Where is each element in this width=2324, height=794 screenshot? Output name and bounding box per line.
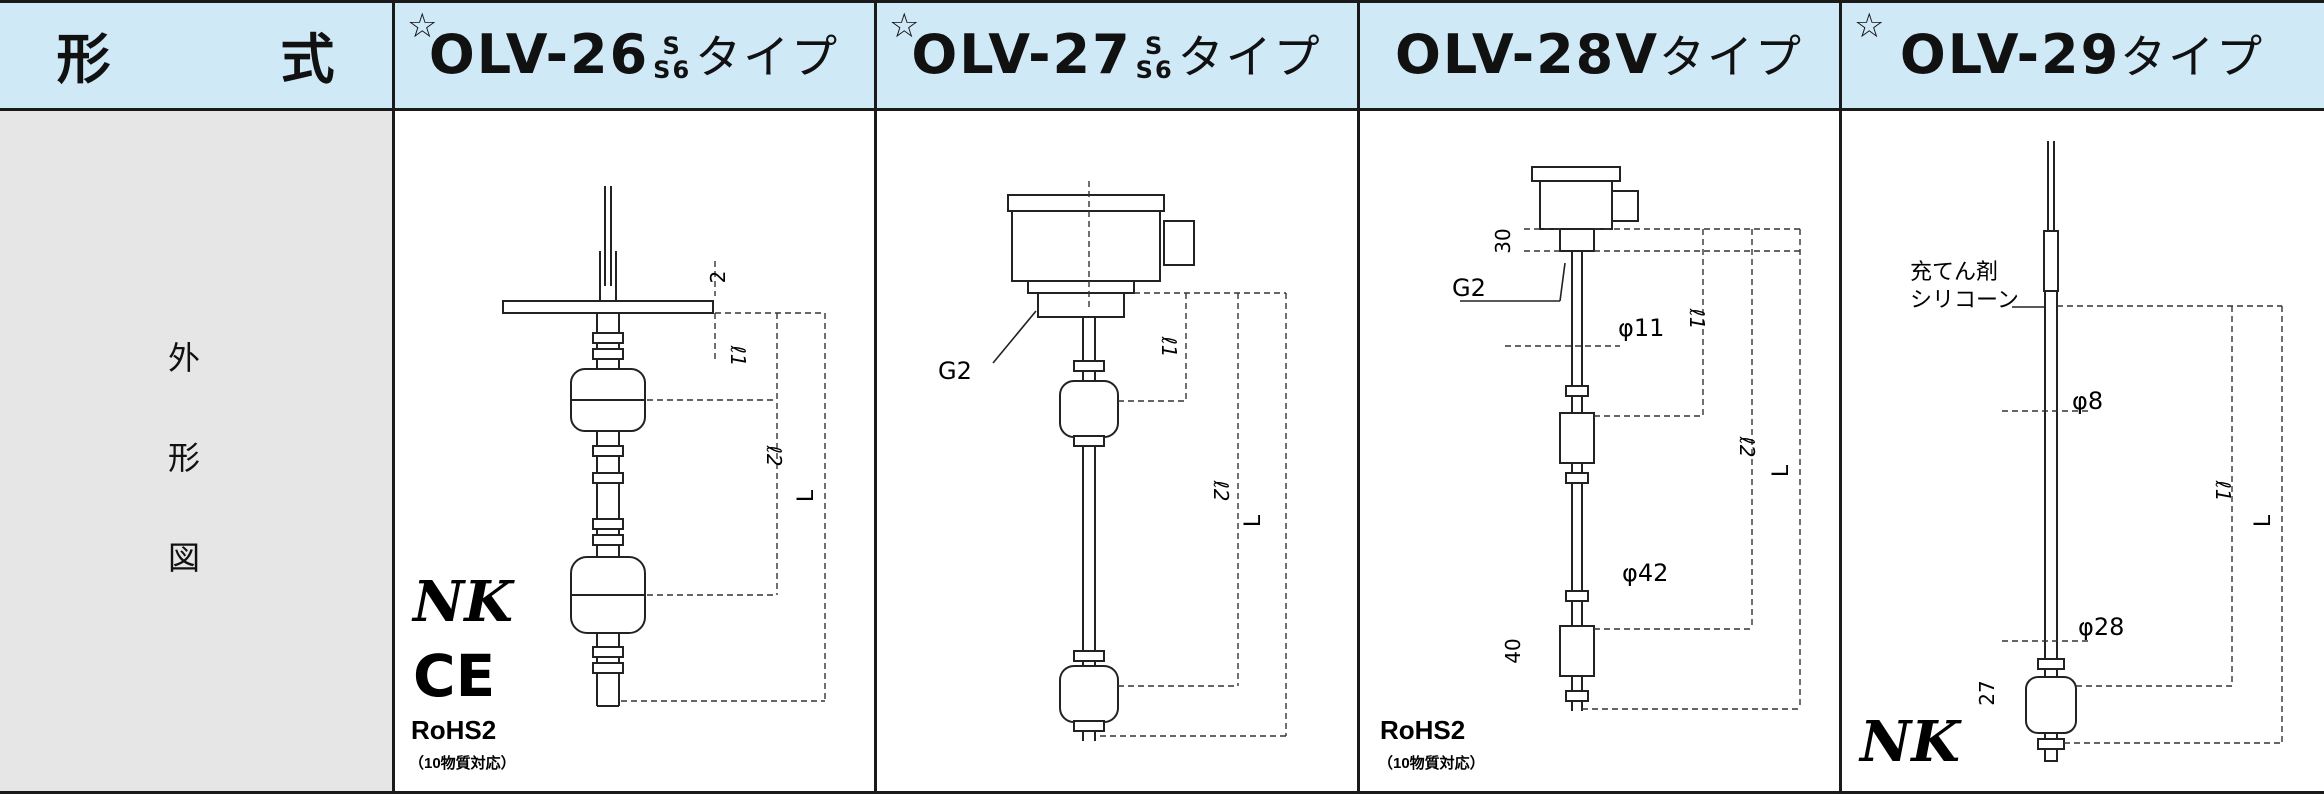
dim-l2-label: ℓ2 [1735, 436, 1759, 458]
rohs-sub-label: （10物質対応） [409, 754, 516, 772]
drawing-olv28v: 30 G2 φ11 ℓ1 ℓ2 L φ42 40 RoHS2 （10物質対応） [1378, 166, 1801, 772]
model-suffix-top: S [1145, 32, 1165, 61]
rule [1357, 0, 1360, 794]
rule [0, 791, 2324, 794]
phi8-label: φ8 [2072, 387, 2103, 415]
phi28-label: φ28 [2078, 613, 2124, 641]
header-model-olv29: ☆ OLV-29タイプ [1840, 0, 2324, 108]
drawing-olv26: 2 ℓ1 ℓ2 L NK CE RoHS2 （10物質対応） [409, 186, 826, 772]
phi11-label: φ11 [1618, 314, 1664, 342]
rohs-sub-label: （10物質対応） [1378, 754, 1485, 772]
model-type-word: タイプ [1177, 30, 1322, 84]
sidebar-char-2: 形 [168, 439, 201, 477]
model-prefix: OLV-29 [1899, 23, 2121, 86]
dim-40-label: 40 [1501, 638, 1525, 663]
star-icon: ☆ [889, 6, 920, 46]
model-type-word: タイプ [1659, 30, 1804, 84]
rule [874, 0, 877, 794]
rule [0, 108, 2324, 111]
dim-L-label: L [1769, 464, 1794, 477]
sidebar-char-3: 図 [168, 539, 201, 577]
dim-L-label: L [2251, 514, 2276, 527]
dim-l2-label: ℓ2 [762, 445, 786, 467]
fill-label-2: シリコーン [1910, 288, 2019, 313]
rohs-label: RoHS2 [411, 715, 496, 745]
rule [392, 0, 395, 794]
dim-l1-label: ℓ1 [726, 345, 750, 367]
drawing-olv29: 充てん剤 シリコーン φ8 ℓ1 L φ28 27 NK [1858, 141, 2283, 775]
model-type-word: タイプ [2120, 30, 2265, 84]
model-type-word: タイプ [695, 30, 840, 84]
header-type-cell: 形 式 [0, 0, 393, 108]
model-prefix: OLV-28V [1394, 23, 1660, 86]
sidebar-label-cell: 外 形 図 [0, 111, 393, 794]
model-prefix: OLV-26 [428, 23, 650, 86]
dim-l2-label: ℓ2 [1209, 480, 1233, 502]
dim-2-label: 2 [706, 271, 730, 284]
dim-l1-label: ℓ1 [1685, 308, 1709, 330]
model-suffix-top: S [662, 32, 682, 61]
model-prefix: OLV-27 [911, 23, 1132, 86]
g2-label: G2 [1452, 274, 1486, 302]
model-suffix-bottom: S6 [1135, 56, 1174, 85]
phi42-label: φ42 [1622, 559, 1668, 587]
header-type-label: 形 式 [56, 27, 337, 91]
dim-27-label: 27 [1975, 680, 1999, 705]
g2-label: G2 [938, 357, 972, 385]
ce-mark-logo: CE [413, 642, 495, 710]
rohs-label: RoHS2 [1380, 715, 1465, 745]
dim-L-label: L [1241, 514, 1266, 527]
dim-l1-label: ℓ1 [1157, 336, 1181, 358]
fill-label-1: 充てん剤 [1910, 260, 1998, 285]
star-icon: ☆ [407, 6, 438, 46]
dim-l1-label: ℓ1 [2211, 480, 2235, 502]
sidebar-char-1: 外 [168, 339, 201, 377]
drawing-olv27: G2 ℓ1 ℓ2 L [938, 181, 1287, 741]
dim-L-label: L [794, 489, 819, 502]
star-icon: ☆ [1854, 6, 1885, 46]
nk-mark-logo: NK [411, 569, 515, 635]
rule [1839, 0, 1842, 794]
dim-30-label: 30 [1491, 228, 1515, 253]
header-model-olv28v: OLV-28Vタイプ [1358, 0, 1840, 108]
model-suffix-bottom: S6 [653, 56, 692, 85]
nk-mark-logo: NK [1858, 709, 1962, 775]
rule [0, 0, 2324, 3]
